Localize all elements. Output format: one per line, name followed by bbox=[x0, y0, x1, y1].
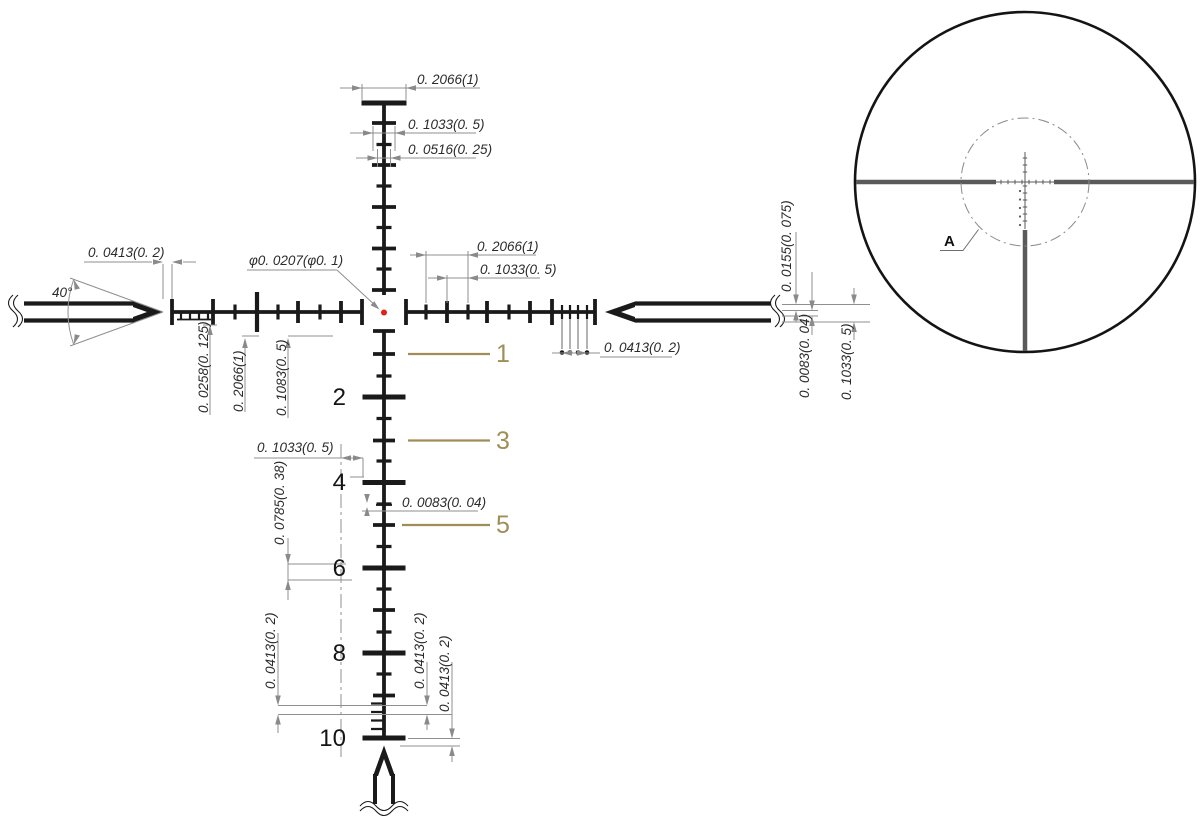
right-arrow-head bbox=[605, 301, 635, 323]
right-break-arrow bbox=[605, 294, 786, 328]
lower-small-ticks bbox=[376, 374, 392, 676]
dim-rail-thickness: 0. 0155(0. 075) bbox=[779, 200, 794, 292]
right-small-ticks bbox=[424, 304, 511, 320]
horizontal-axis-right bbox=[404, 299, 597, 355]
dim-bottom-left-spacing: 0. 0413(0. 2) bbox=[263, 612, 278, 689]
dim-rail-gap: 0. 0083(0. 04) bbox=[797, 314, 812, 398]
mil-number-2: 2 bbox=[333, 384, 346, 411]
dim-bottom-mid-spacing: 0. 0413(0. 2) bbox=[412, 612, 427, 689]
bottom-arrow-rails bbox=[373, 774, 395, 804]
horizontal-axis-left bbox=[170, 292, 364, 332]
dim-top-tick-half: 0. 1033(0. 5) bbox=[408, 117, 485, 132]
detail-label-a: A bbox=[944, 233, 955, 250]
dim-rail-total: 0. 1033(0. 5) bbox=[839, 323, 854, 400]
right-dot-droplines bbox=[561, 319, 588, 349]
fov-horizontal-ticks bbox=[1000, 179, 1051, 185]
center-dot-callout: φ0. 0207(φ0. 1) bbox=[249, 253, 343, 268]
lower-fine-ticks bbox=[371, 702, 384, 731]
upper-medium-ticks bbox=[372, 121, 396, 292]
dim-lower-half: 0. 1033(0. 5) bbox=[257, 440, 334, 455]
angle-label: 40° bbox=[52, 285, 73, 300]
mil-number-8: 8 bbox=[333, 640, 346, 667]
dim-left-tip-gap: 0. 0413(0. 2) bbox=[88, 245, 165, 260]
left-tall-ticks bbox=[170, 299, 364, 325]
lower-wide-ticks bbox=[362, 394, 406, 741]
tan-leader-lines bbox=[402, 352, 490, 527]
dimension-arrowheads bbox=[73, 85, 857, 756]
fov-circle bbox=[853, 10, 1197, 354]
left-arrow-hollow bbox=[133, 307, 147, 317]
detail-circle-a bbox=[960, 117, 1090, 247]
right-medium-ticks bbox=[445, 301, 532, 323]
dimension-annotations: 0. 2066(1) 0. 1033(0. 5) 0. 0516(0. 25) … bbox=[52, 72, 870, 762]
fov-detail-view: A bbox=[853, 10, 1197, 354]
mil-number-4: 4 bbox=[333, 469, 346, 496]
mil-number-6: 6 bbox=[333, 555, 346, 582]
bottom-arrow-hollow bbox=[378, 759, 390, 776]
bottom-break-arrow bbox=[359, 745, 409, 817]
left-arrow-head bbox=[133, 301, 163, 323]
fov-dots bbox=[1018, 189, 1022, 227]
left-break-squiggle bbox=[7, 294, 24, 328]
mil-number-10: 10 bbox=[319, 725, 346, 752]
dim-left-fine-ticks: 0. 0258(0. 125) bbox=[196, 321, 211, 413]
dim-right-dot-spacing: 0. 0413(0. 2) bbox=[604, 340, 681, 355]
mil-scale-labels: 2 4 6 8 10 1 3 5 bbox=[319, 340, 510, 752]
main-reticle bbox=[7, 100, 786, 817]
detail-leader bbox=[940, 229, 979, 251]
left-medium-ticks bbox=[296, 301, 343, 323]
dim-top-tick-quarter: 0. 0516(0. 25) bbox=[408, 142, 492, 157]
right-fine-ticks bbox=[560, 305, 589, 319]
vertical-axis-lower bbox=[362, 329, 406, 741]
center-red-dot bbox=[381, 309, 387, 316]
mil-number-3: 3 bbox=[496, 427, 510, 455]
dim-right-half: 0. 1033(0. 5) bbox=[480, 262, 557, 277]
mil-number-5: 5 bbox=[496, 511, 510, 539]
dim-lower-line-width: 0. 0083(0. 04) bbox=[402, 495, 486, 510]
fov-thin-crosshair bbox=[994, 152, 1056, 229]
dim-right-major: 0. 2066(1) bbox=[477, 239, 539, 254]
right-arrow-rails bbox=[635, 301, 771, 323]
left-small-ticks bbox=[233, 304, 322, 320]
angle-arc bbox=[67, 279, 75, 345]
left-arrow-rails bbox=[24, 301, 135, 323]
dim-top-post-width: 0. 2066(1) bbox=[417, 72, 479, 87]
dim-lower-span: 0. 0785(0. 38) bbox=[272, 461, 287, 545]
right-arrow-hollow bbox=[621, 307, 635, 317]
dim-bottom-tip-gap: 0. 0413(0. 2) bbox=[437, 635, 452, 712]
vertical-axis-upper bbox=[361, 100, 407, 295]
mil-number-1: 1 bbox=[496, 340, 510, 368]
dim-left-half: 0. 1083(0. 5) bbox=[274, 339, 289, 416]
fov-thick-posts bbox=[856, 179, 1194, 351]
bottom-break-squiggle bbox=[359, 800, 409, 817]
left-break-arrow bbox=[7, 294, 163, 328]
dimension-lines bbox=[69, 84, 870, 762]
dim-left-major: 0. 2066(1) bbox=[231, 350, 246, 412]
upper-small-ticks bbox=[376, 142, 392, 271]
right-tall-ticks bbox=[404, 299, 597, 325]
left-fine-ticks bbox=[179, 312, 210, 320]
fov-vertical-ticks bbox=[1022, 157, 1028, 222]
lower-medium-ticks bbox=[373, 329, 395, 698]
